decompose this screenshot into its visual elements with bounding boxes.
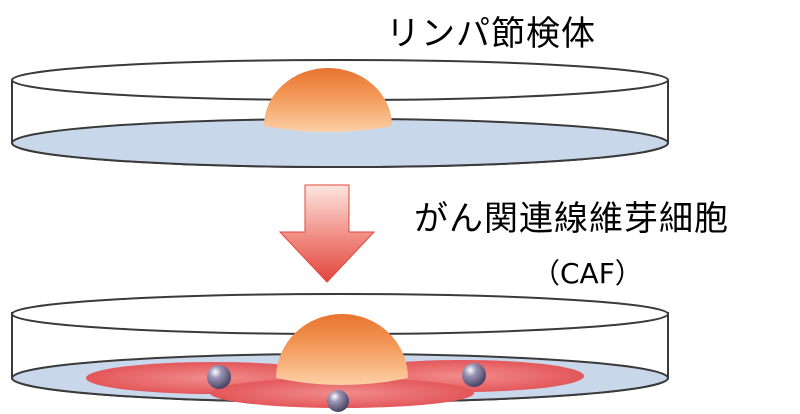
cell-nucleus-left	[207, 365, 231, 389]
caf-label: がん関連線維芽細胞	[414, 199, 729, 239]
cell-nucleus-center	[327, 390, 349, 412]
lymph-node-specimen-label: リンパ節検体	[386, 14, 596, 54]
cell-nucleus-right	[462, 363, 486, 387]
bottom-petri-dish	[11, 293, 669, 412]
caf-abbreviation-label: （CAF）	[532, 257, 643, 290]
lymph-node-specimen	[264, 68, 392, 132]
lymph-node-specimen-cultured	[276, 314, 408, 385]
down-arrow-icon	[278, 184, 376, 283]
